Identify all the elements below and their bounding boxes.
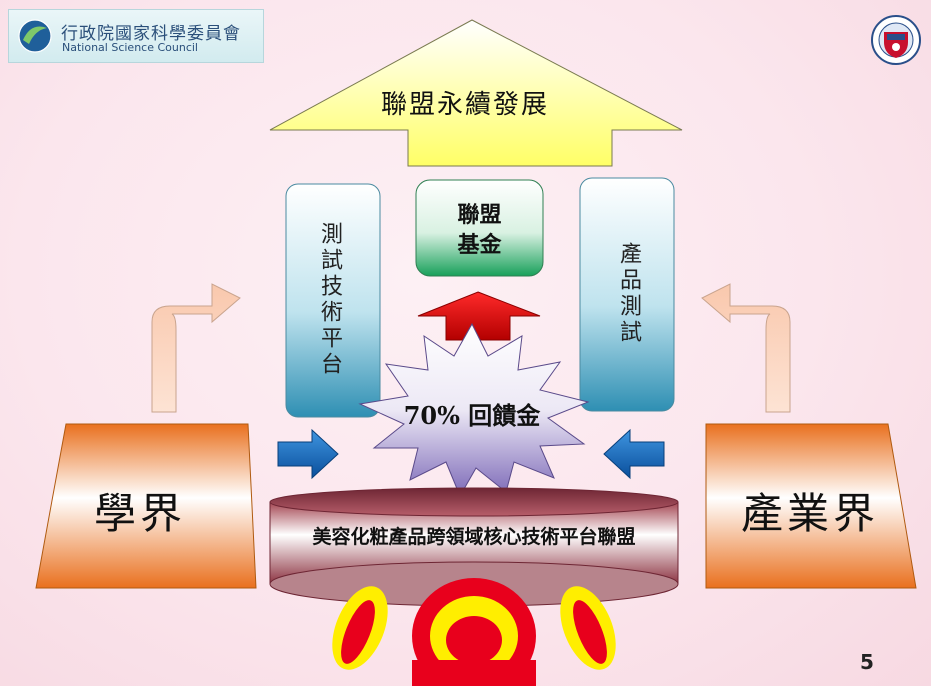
university-seal-icon — [871, 15, 921, 65]
left-blue-arrow — [277, 428, 339, 480]
burst-label: 70% 回饋金 — [403, 401, 541, 430]
logo-english-text: National Science Council — [62, 41, 198, 54]
cylinder-top — [269, 487, 679, 517]
fund-box-label-line1: 聯盟 — [457, 202, 502, 228]
right-platform-label: 產品測試 — [616, 242, 641, 346]
bottom-decoration — [332, 578, 616, 686]
alliance-cylinder-label: 美容化粧產品跨領域核心技術平台聯盟 — [312, 526, 636, 548]
left-block-shape — [35, 423, 257, 589]
left-platform-label: 測試技術平台 — [317, 222, 342, 378]
left-platform-shape — [285, 183, 381, 418]
left-curved-arrow — [151, 283, 241, 413]
logo-chinese-text: 行政院國家科學委員會 — [61, 24, 241, 44]
nsc-logo: 行政院國家科學委員會 National Science Council — [8, 9, 264, 63]
fund-box-label-line2: 基金 — [457, 232, 502, 258]
right-block-shape — [705, 423, 917, 589]
top-arrow-shape — [269, 19, 683, 167]
industry-label: 產業界 — [740, 489, 879, 538]
fund-box-label: 聯盟 基金 — [416, 200, 543, 260]
right-blue-arrow — [603, 428, 665, 480]
academia-label: 學界 — [93, 489, 186, 538]
page-number: 5 — [860, 650, 874, 674]
right-curved-arrow — [701, 283, 791, 413]
fund-box-shape — [415, 179, 544, 277]
nsc-logo-mark-icon — [18, 19, 52, 53]
red-up-arrow — [417, 291, 541, 341]
burst-shape — [358, 322, 590, 498]
top-arrow-label: 聯盟永續發展 — [380, 90, 549, 120]
right-platform-shape — [579, 177, 675, 412]
